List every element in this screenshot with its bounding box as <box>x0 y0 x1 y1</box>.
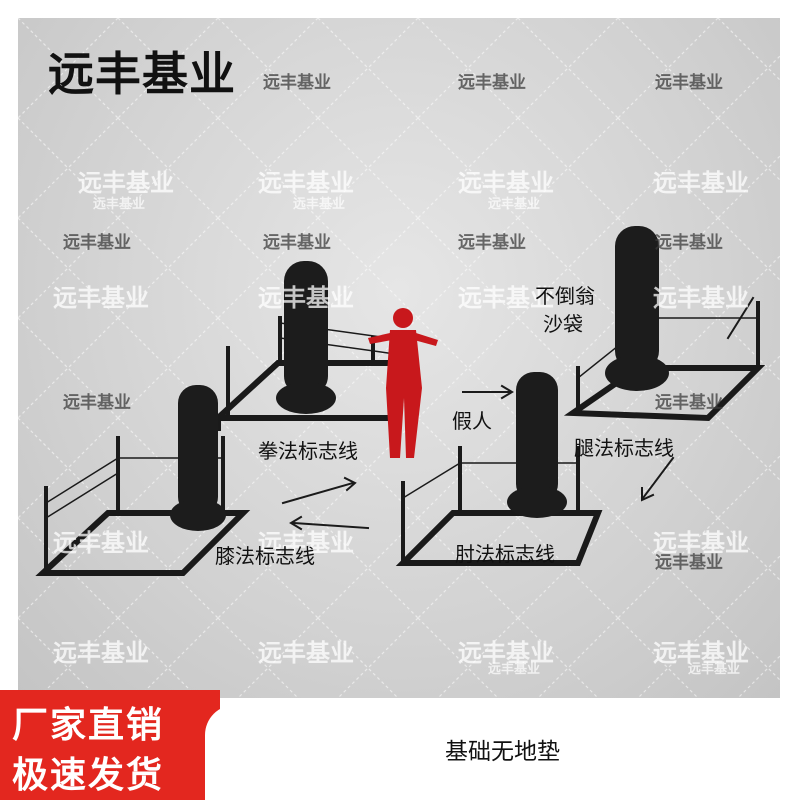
frame-knee <box>35 436 251 576</box>
label-dummy: 假人 <box>452 409 492 433</box>
promo-line-2: 极速发货 <box>12 755 165 796</box>
promo-banner: 厂家直销 极速发货 <box>0 690 220 800</box>
label-tumbler-bag-line1: 不倒翁 <box>535 284 595 308</box>
equipment-photo: 远丰基业 远丰基业 远丰基业 远丰基业 远丰基业 远丰基业 远丰基业 远丰基业 … <box>18 18 780 698</box>
training-frames-diagram <box>35 226 766 576</box>
caption-text: 基础无地垫 <box>445 739 560 765</box>
direction-arrows <box>281 296 755 531</box>
brand-title: 远丰基业 <box>48 47 236 101</box>
red-dummy-figure <box>368 308 438 458</box>
label-punch-line: 拳法标志线 <box>258 439 358 463</box>
standing-bags <box>170 226 669 531</box>
label-kick-line: 腿法标志线 <box>574 436 674 460</box>
label-knee-line: 膝法标志线 <box>215 544 315 568</box>
frame-kick <box>563 301 766 422</box>
label-elbow-line: 肘法标志线 <box>455 542 555 566</box>
caption-banner: 基础无地垫 <box>205 705 800 800</box>
frame-elbow <box>395 446 603 566</box>
label-tumbler-bag-line2: 沙袋 <box>543 312 583 336</box>
promo-line-1: 厂家直销 <box>12 705 165 746</box>
